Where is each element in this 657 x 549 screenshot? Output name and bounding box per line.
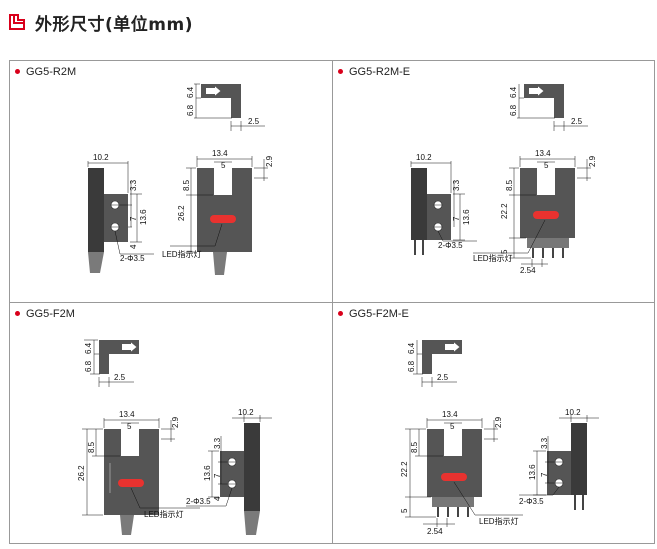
dim-text: 13.6 [139, 209, 148, 225]
dim-text: 6.4 [84, 342, 93, 354]
dim-text: 26.2 [77, 465, 86, 481]
dim-text: 13.4 [212, 149, 228, 158]
dim-text: 7 [129, 216, 138, 221]
dim-text: 6.4 [186, 86, 195, 98]
bracket-view: 6.8 6.4 2.5 [186, 83, 265, 131]
dim-text: 13.6 [462, 209, 471, 225]
dim-text: 13.4 [535, 149, 551, 158]
drawing-gg5-f2m: 6.8 6.4 2.5 [77, 339, 272, 535]
dim-text: 5 [221, 161, 226, 170]
dim-text: 3.3 [129, 179, 138, 191]
dim-text: 4 [213, 496, 222, 501]
dim-text: 13.4 [442, 410, 458, 419]
panel-gg5-r2m-e: GG5-R2M-E 6.8 6.4 2.5 [333, 61, 655, 303]
dim-text: 6.8 [186, 104, 195, 116]
dim-text: 6.4 [509, 86, 518, 98]
dim-text: 10.2 [565, 408, 581, 417]
panel-gg5-f2m-e: GG5-F2M-E 6.8 6.4 2.5 [333, 303, 655, 544]
dimension-icon [9, 14, 25, 30]
section-header: 外形尺寸(单位mm) [0, 0, 657, 48]
dim-text: 5 [500, 249, 509, 254]
dim-text: 2-Φ3.5 [438, 241, 463, 250]
bullet-icon [338, 310, 343, 316]
dim-text: 2-Φ3.5 [186, 497, 211, 506]
model-label: GG5-R2M [15, 66, 76, 78]
side-view: 10.2 13.6 3.3 7 4 2-Φ3.5 [87, 153, 154, 273]
dim-text: 13.6 [203, 465, 212, 481]
led-label: LED指示灯 [144, 509, 184, 519]
model-label: GG5-F2M-E [338, 308, 409, 320]
front-body: 13.4 5 2.9 8.5 26.2 LED指示灯 [77, 410, 200, 535]
bullet-icon [15, 310, 20, 316]
bullet-icon [338, 68, 343, 74]
dim-text: 8.5 [505, 179, 514, 191]
bracket-view: 6.8 6.4 2.5 [84, 339, 139, 387]
dim-text: 5 [127, 422, 132, 431]
drawing-gg5-r2m: 6.8 6.4 2.5 10.2 [87, 83, 274, 275]
dim-text: 2-Φ3.5 [519, 497, 544, 506]
bracket-view: 6.8 6.4 2.5 [509, 84, 588, 131]
model-label: GG5-R2M-E [338, 66, 410, 78]
side-view: 10.2 13.6 3.3 7 4 2-Φ3.5 [186, 408, 272, 535]
led-label: LED指示灯 [162, 249, 202, 259]
dim-text: 2.5 [114, 373, 126, 382]
drawing-gg5-r2m-e: 6.8 6.4 2.5 10.2 [410, 84, 597, 275]
drawing-gg5-f2m-e: 6.8 6.4 2.5 13.4 5 [400, 340, 599, 536]
panel-gg5-f2m: GG5-F2M 6.8 6.4 2.5 [10, 303, 333, 544]
dim-text: 2.54 [520, 266, 536, 275]
dim-text: 6.8 [509, 104, 518, 116]
dim-text: 2-Φ3.5 [120, 254, 145, 263]
dim-text: 5 [450, 422, 455, 431]
dim-text: 10.2 [416, 153, 432, 162]
dim-text: 3.3 [452, 179, 461, 191]
dim-text: 7 [452, 216, 461, 221]
page-title: 外形尺寸(单位mm) [35, 15, 193, 35]
side-view: 10.2 13.6 3.3 7 2-Φ3.5 [410, 153, 477, 255]
dim-text: 22.2 [500, 203, 509, 219]
dim-text: 2.54 [427, 527, 443, 536]
dim-text: 3.3 [213, 437, 222, 449]
dim-text: 2.9 [171, 416, 180, 428]
dim-text: 2.5 [248, 117, 260, 126]
dim-text: 6.8 [407, 360, 416, 372]
led-label: LED指示灯 [473, 253, 513, 263]
model-label: GG5-F2M [15, 308, 75, 320]
dim-text: 7 [213, 473, 222, 478]
dim-text: 22.2 [400, 461, 409, 477]
dim-text: 2.5 [437, 373, 449, 382]
dim-text: 8.5 [182, 179, 191, 191]
dim-text: 10.2 [238, 408, 254, 417]
dim-text: 8.5 [410, 441, 419, 453]
dim-text: 2.9 [265, 155, 274, 167]
panel-gg5-r2m: GG5-R2M 6.8 6.4 2.5 [10, 61, 333, 303]
dimension-grid: GG5-R2M 6.8 6.4 2.5 [9, 60, 655, 544]
dim-text: 10.2 [93, 153, 109, 162]
dim-text: 5 [400, 508, 409, 513]
front-view: 13.4 5 2.9 8.5 22.2 5 2.54 [400, 410, 523, 536]
dim-text: 3.3 [540, 437, 549, 449]
dim-text: 2.5 [571, 117, 583, 126]
bracket-view: 6.8 6.4 2.5 [407, 340, 462, 387]
dim-text: 26.2 [177, 205, 186, 221]
dim-text: 8.5 [87, 441, 96, 453]
front-view: 13.4 5 2.9 8.5 22.2 5 2.54 [473, 149, 597, 275]
dim-text: 6.8 [84, 360, 93, 372]
dim-text: 6.4 [407, 342, 416, 354]
led-label: LED指示灯 [479, 516, 519, 526]
dim-text: 2.9 [588, 155, 597, 167]
dim-text: 13.6 [528, 464, 537, 480]
dim-text: 7 [540, 472, 549, 477]
dim-text: 4 [129, 244, 138, 249]
front-view: 13.4 5 2.9 8.5 26.2 LED指示灯 [162, 149, 274, 275]
dim-text: 5 [544, 161, 549, 170]
dim-text: 13.4 [119, 410, 135, 419]
bullet-icon [15, 68, 20, 74]
dim-text: 2.9 [494, 416, 503, 428]
side-view: 10.2 13.6 3.3 7 2-Φ3.5 [519, 408, 599, 510]
